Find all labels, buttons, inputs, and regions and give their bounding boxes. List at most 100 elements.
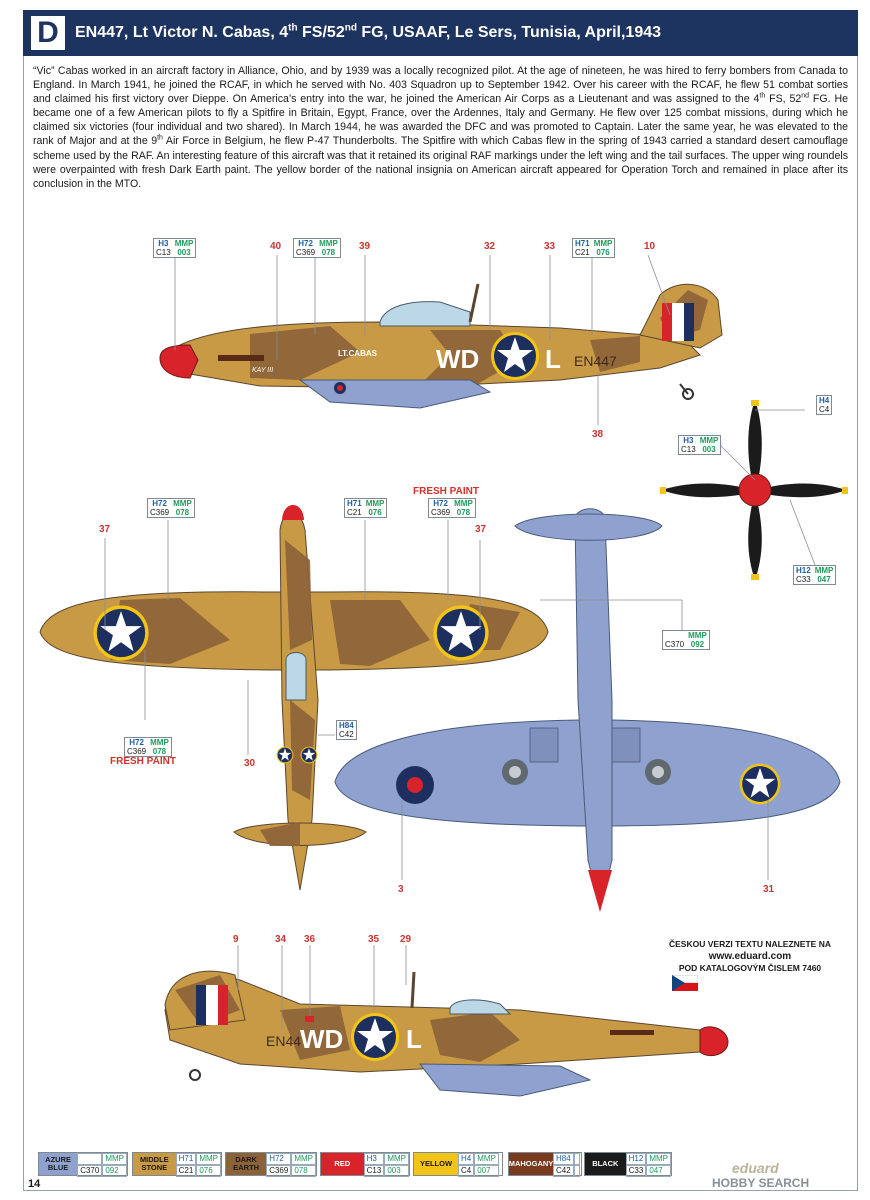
marker-29: 29 (400, 934, 412, 945)
legend-code: C33 (625, 1165, 647, 1177)
czech-note-line3: POD KATALOGOVÝM ČISLEM 7460 (678, 963, 822, 973)
legend-code: 078 (291, 1165, 316, 1177)
legend-code: 003 (384, 1165, 409, 1177)
legend-code: C370 (77, 1165, 103, 1177)
code-letters-left: WD (436, 344, 479, 374)
fresh-paint-label-upper: FRESH PAINT (413, 486, 479, 497)
marker-37-right: 37 (475, 524, 487, 535)
legend-code: 076 (196, 1165, 221, 1177)
legend-code: 007 (474, 1165, 499, 1177)
czech-note-url[interactable]: www.eduard.com (708, 951, 792, 962)
leader-lines (104, 254, 816, 1030)
left-side-profile (159, 283, 723, 409)
legend-code: 047 (646, 1165, 671, 1177)
czech-flag-icon (672, 975, 698, 991)
legend-code (77, 1153, 103, 1165)
legend-code: H12 (625, 1153, 647, 1165)
legend-code: H72 (266, 1153, 292, 1165)
marker-33: 33 (544, 241, 556, 252)
code-letters-right: WD (300, 1024, 343, 1054)
page-number: 14 (28, 1178, 41, 1190)
marker-35: 35 (368, 934, 380, 945)
legend-code: H84 (553, 1153, 574, 1165)
legend-code: C21 (175, 1165, 197, 1177)
legend-swatch: AZURE BLUE (39, 1153, 78, 1175)
lower-view (334, 508, 841, 912)
legend-code: C42 (553, 1165, 574, 1177)
aircraft-letter-left: L (545, 344, 561, 374)
legend-swatch: DARK EARTH (226, 1153, 267, 1175)
legend-code (573, 1165, 580, 1177)
pilot-name: LT.CABAS (338, 349, 378, 358)
czech-note-line1: ČESKOU VERZI TEXTU NALEZNETE NA (669, 939, 831, 949)
legend-code: MMP (291, 1153, 316, 1165)
marker-34: 34 (275, 934, 287, 945)
serial-right: EN44 (266, 1033, 301, 1049)
marker-10: 10 (644, 241, 656, 252)
marker-30: 30 (244, 758, 256, 769)
legend-code (573, 1153, 580, 1165)
legend-code: C369 (266, 1165, 292, 1177)
profile-panel-frame (23, 56, 858, 1191)
propeller-front-view (660, 400, 848, 580)
legend-code: MMP (384, 1153, 409, 1165)
history-description: “Vic” Cabas worked in an aircraft factor… (33, 65, 848, 190)
legend-code: MMP (102, 1153, 127, 1165)
profile-header: D EN447, Lt Victor N. Cabas, 4th FS/52nd… (23, 10, 858, 56)
legend-code: MMP (646, 1153, 671, 1165)
fresh-paint-label-lower: FRESH PAINT (110, 756, 176, 767)
legend-code: H71 (175, 1153, 197, 1165)
marker-36: 36 (304, 934, 316, 945)
legend-swatch: YELLOW (414, 1153, 458, 1175)
legend-swatch: RED (321, 1153, 364, 1175)
marker-38: 38 (592, 429, 604, 440)
marker-9: 9 (233, 934, 239, 945)
marker-40: 40 (270, 241, 282, 252)
hobby-search-watermark: HOBBY SEARCH (712, 1176, 810, 1190)
legend-code: C4 (458, 1165, 475, 1177)
legend-code: H4 (458, 1153, 475, 1165)
legend-code: H3 (363, 1153, 385, 1165)
scheme-letter-badge: D (31, 16, 65, 50)
legend-swatch: MIDDLE STONE (133, 1153, 176, 1175)
serial-left: EN447 (574, 353, 617, 369)
right-side-profile (164, 970, 729, 1097)
aircraft-letter-right: L (406, 1024, 422, 1054)
legend-code: C13 (363, 1165, 385, 1177)
profile-title: EN447, Lt Victor N. Cabas, 4th FS/52nd F… (75, 22, 662, 41)
marker-39: 39 (359, 241, 371, 252)
upper-view (39, 505, 549, 891)
marker-31: 31 (763, 884, 775, 895)
legend-code: MMP (196, 1153, 221, 1165)
legend-swatch: MAHOGANY (509, 1153, 553, 1175)
legend-code: MMP (474, 1153, 499, 1165)
nose-art: KAY III (252, 367, 273, 374)
marker-3: 3 (398, 884, 404, 895)
